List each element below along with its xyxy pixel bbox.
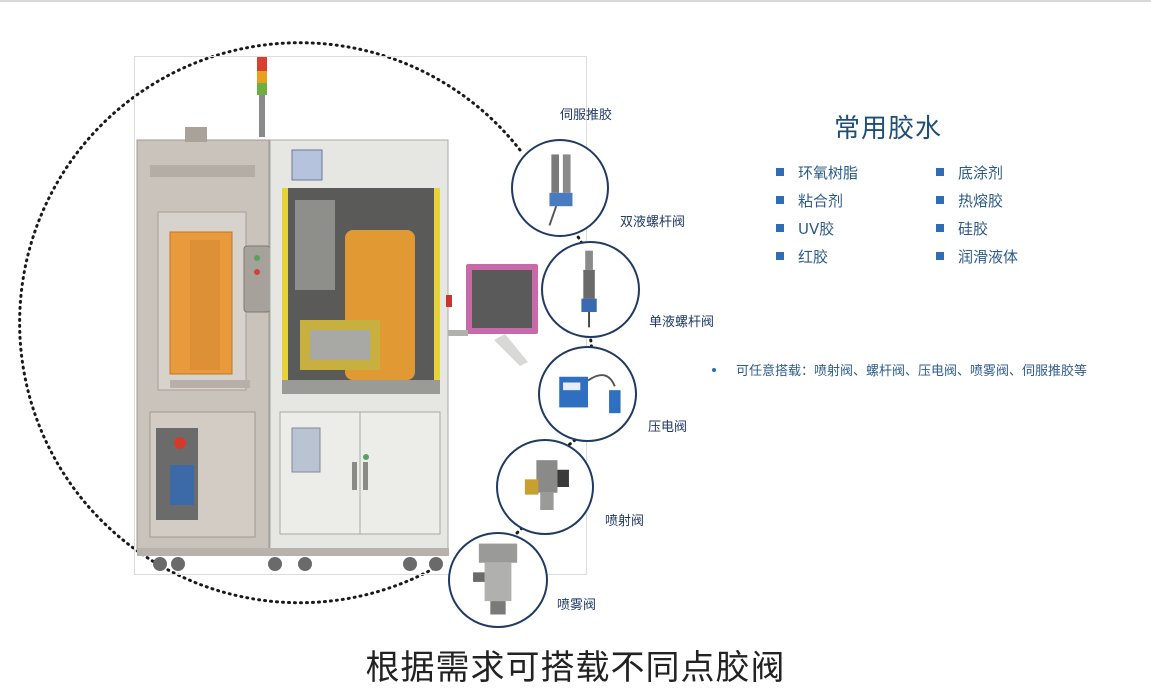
single-screw-valve-icon bbox=[581, 250, 597, 328]
glue-item-label: 硅胶 bbox=[958, 220, 989, 238]
spray-valve-icon bbox=[473, 543, 518, 615]
glue-item: 润滑液体 bbox=[936, 246, 1018, 267]
glue-item: 热熔胶 bbox=[936, 190, 1003, 211]
dual-screw-valve-icon bbox=[548, 154, 573, 226]
glue-item-label: UV胶 bbox=[798, 220, 835, 238]
valve-label-single-screw: 单液螺杆阀 bbox=[649, 315, 715, 330]
bullet-square-icon bbox=[776, 195, 784, 204]
bullet-square-icon bbox=[776, 223, 784, 232]
bullet-square-icon bbox=[936, 223, 944, 232]
valve-bubble-jet bbox=[496, 439, 594, 535]
bullet-square-icon bbox=[776, 167, 784, 176]
bullet-square-icon bbox=[936, 251, 944, 260]
valve-label-spray: 喷雾阀 bbox=[557, 598, 597, 613]
glue-item: 底涂剂 bbox=[936, 162, 1003, 183]
glue-title: 常用胶水 bbox=[834, 114, 943, 144]
bullet-dot-icon bbox=[712, 367, 716, 372]
glue-item: UV胶 bbox=[776, 218, 834, 239]
valve-label-servo: 伺服推胶 bbox=[560, 108, 613, 123]
valve-bubble-single-screw bbox=[541, 241, 640, 338]
glue-item-label: 红胶 bbox=[798, 248, 829, 266]
mount-note: 可任意搭载：喷射阀、螺杆阀、压电阀、喷雾阀、伺服推胶等 bbox=[712, 360, 1087, 379]
valve-bubble-piezo bbox=[538, 346, 637, 442]
top-divider bbox=[0, 0, 1151, 2]
valve-label-jet: 喷射阀 bbox=[605, 514, 645, 529]
glue-item-label: 润滑液体 bbox=[958, 248, 1019, 266]
jet-valve-icon bbox=[524, 460, 569, 510]
glue-item-label: 粘合剂 bbox=[798, 192, 844, 210]
valve-bubble-spray bbox=[448, 532, 548, 628]
piezo-valve-icon bbox=[559, 374, 621, 414]
glue-item: 环氧树脂 bbox=[776, 162, 858, 183]
glue-item: 红胶 bbox=[776, 246, 828, 267]
bullet-square-icon bbox=[936, 195, 944, 204]
bullet-square-icon bbox=[776, 251, 784, 260]
glue-item-label: 底涂剂 bbox=[958, 164, 1004, 182]
glue-item-label: 热熔胶 bbox=[958, 192, 1004, 210]
valve-bubble-dual-screw bbox=[511, 139, 609, 237]
page-caption: 根据需求可搭载不同点胶阀 bbox=[365, 648, 786, 688]
glue-item: 硅胶 bbox=[936, 218, 988, 239]
glue-item: 粘合剂 bbox=[776, 190, 843, 211]
mount-note-text: 可任意搭载：喷射阀、螺杆阀、压电阀、喷雾阀、伺服推胶等 bbox=[736, 364, 1088, 379]
bullet-square-icon bbox=[936, 167, 944, 176]
valve-label-piezo: 压电阀 bbox=[648, 420, 688, 435]
valve-label-dual-screw: 双液螺杆阀 bbox=[620, 215, 686, 230]
glue-item-label: 环氧树脂 bbox=[798, 164, 859, 182]
